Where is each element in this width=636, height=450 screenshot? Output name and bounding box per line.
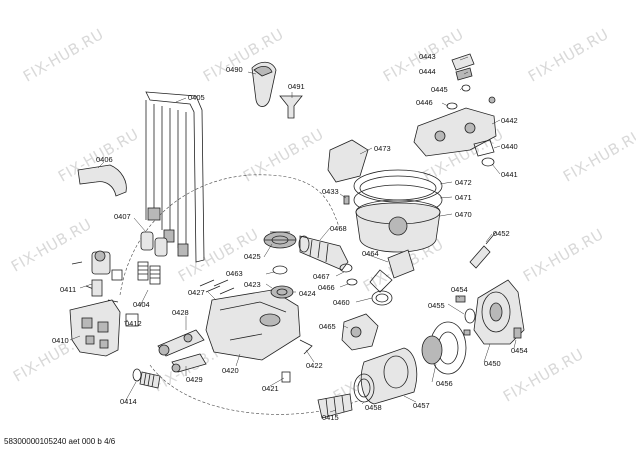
part-label-0454: 0454 — [451, 285, 468, 294]
part-label-0442: 0442 — [501, 116, 518, 125]
part-0467-graphic — [339, 263, 353, 273]
part-label-0445: 0445 — [431, 85, 448, 94]
part-0454-graphic — [455, 295, 522, 339]
part-label-0467: 0467 — [313, 272, 330, 281]
part-label-0420: 0420 — [222, 366, 239, 375]
part-0490-graphic — [251, 61, 277, 107]
part-0405-graphic — [145, 91, 205, 263]
part-0421-graphic — [281, 371, 291, 383]
part-label-0490: 0490 — [226, 65, 243, 74]
leader-lines — [69, 56, 517, 413]
part-0415-graphic — [317, 393, 353, 419]
part-label-0411: 0411 — [60, 285, 77, 294]
part-0446-graphic — [446, 102, 458, 110]
part-0410-graphic — [69, 299, 121, 357]
part-label-0468: 0468 — [330, 224, 347, 233]
part-0464-graphic — [369, 249, 415, 293]
part-0473-graphic — [327, 139, 369, 183]
part-0429-graphic — [171, 353, 207, 373]
part-label-0428: 0428 — [172, 308, 189, 317]
part-0460-graphic — [371, 290, 393, 306]
part-0406-graphic — [77, 164, 127, 197]
part-label-0422: 0422 — [306, 361, 323, 370]
part-label-0440: 0440 — [501, 142, 518, 151]
part-label-0433: 0433 — [322, 187, 339, 196]
part-label-0414: 0414 — [120, 397, 137, 406]
part-label-0456: 0456 — [436, 379, 453, 388]
part-label-0464: 0464 — [362, 249, 379, 258]
part-label-0404: 0404 — [133, 300, 150, 309]
part-label-0455: 0455 — [428, 301, 445, 310]
part-0468-graphic — [298, 235, 349, 271]
part-label-0463: 0463 — [226, 269, 243, 278]
part-0412-graphic — [125, 313, 139, 327]
part-0441-graphic — [481, 157, 495, 167]
part-0428-graphic — [157, 329, 205, 357]
part-0411-graphic — [71, 250, 123, 303]
part-label-0446: 0446 — [416, 98, 433, 107]
part-label-0491: 0491 — [288, 82, 305, 91]
part-0433-graphic — [343, 195, 350, 205]
part-0491-graphic — [279, 95, 303, 119]
part-label-0444: 0444 — [419, 67, 436, 76]
part-0472-graphic — [353, 169, 443, 203]
part-0465-graphic — [341, 313, 379, 351]
part-label-0427: 0427 — [188, 288, 205, 297]
assembly-outline — [149, 364, 361, 415]
part-label-0443: 0443 — [419, 52, 436, 61]
part-label-0460: 0460 — [333, 298, 350, 307]
part-label-0450: 0450 — [484, 359, 501, 368]
drawing-id-footer: 58300000105240 aet 000 b 4/6 — [4, 437, 116, 446]
part-0414-graphic — [132, 368, 161, 389]
part-0463-graphic — [272, 265, 288, 275]
part-0424-graphic — [270, 285, 294, 299]
part-label-0405: 0405 — [188, 93, 205, 102]
part-label-0441: 0441 — [501, 170, 518, 179]
part-0407-graphic — [137, 231, 168, 285]
part-label-0472: 0472 — [455, 178, 472, 187]
part-label-0425: 0425 — [244, 252, 261, 261]
part-label-0415: 0415 — [322, 413, 339, 422]
part-label-0410: 0410 — [52, 336, 69, 345]
part-0422-graphic — [299, 339, 313, 355]
part-0470-graphic — [355, 199, 441, 253]
part-label-0452: 0452 — [493, 229, 510, 238]
part-0425-graphic — [263, 231, 297, 249]
part-label-0466: 0466 — [318, 283, 335, 292]
part-label-0458: 0458 — [365, 403, 382, 412]
part-label-0471: 0471 — [455, 193, 472, 202]
part-label-0473: 0473 — [374, 144, 391, 153]
part-label-0407: 0407 — [114, 212, 131, 221]
assembly-outline — [119, 174, 341, 296]
part-label-0423: 0423 — [244, 280, 261, 289]
part-0443-graphic — [451, 53, 475, 71]
part-label-0424: 0424 — [299, 289, 316, 298]
part-label-0454: 0454 — [511, 346, 528, 355]
part-0456-graphic — [421, 321, 467, 375]
part-0440-graphic — [473, 139, 495, 157]
part-label-0457: 0457 — [413, 401, 430, 410]
part-label-0429: 0429 — [186, 375, 203, 384]
part-label-0470: 0470 — [455, 210, 472, 219]
part-label-0421: 0421 — [262, 384, 279, 393]
part-label-0406: 0406 — [96, 155, 113, 164]
part-0466-graphic — [346, 278, 358, 286]
part-0420-graphic — [205, 289, 301, 361]
part-0445-graphic — [461, 84, 471, 92]
part-0455-graphic — [463, 308, 476, 336]
part-label-0412: 0412 — [125, 319, 142, 328]
part-0452-graphic — [469, 231, 497, 269]
part-label-0465: 0465 — [319, 322, 336, 331]
